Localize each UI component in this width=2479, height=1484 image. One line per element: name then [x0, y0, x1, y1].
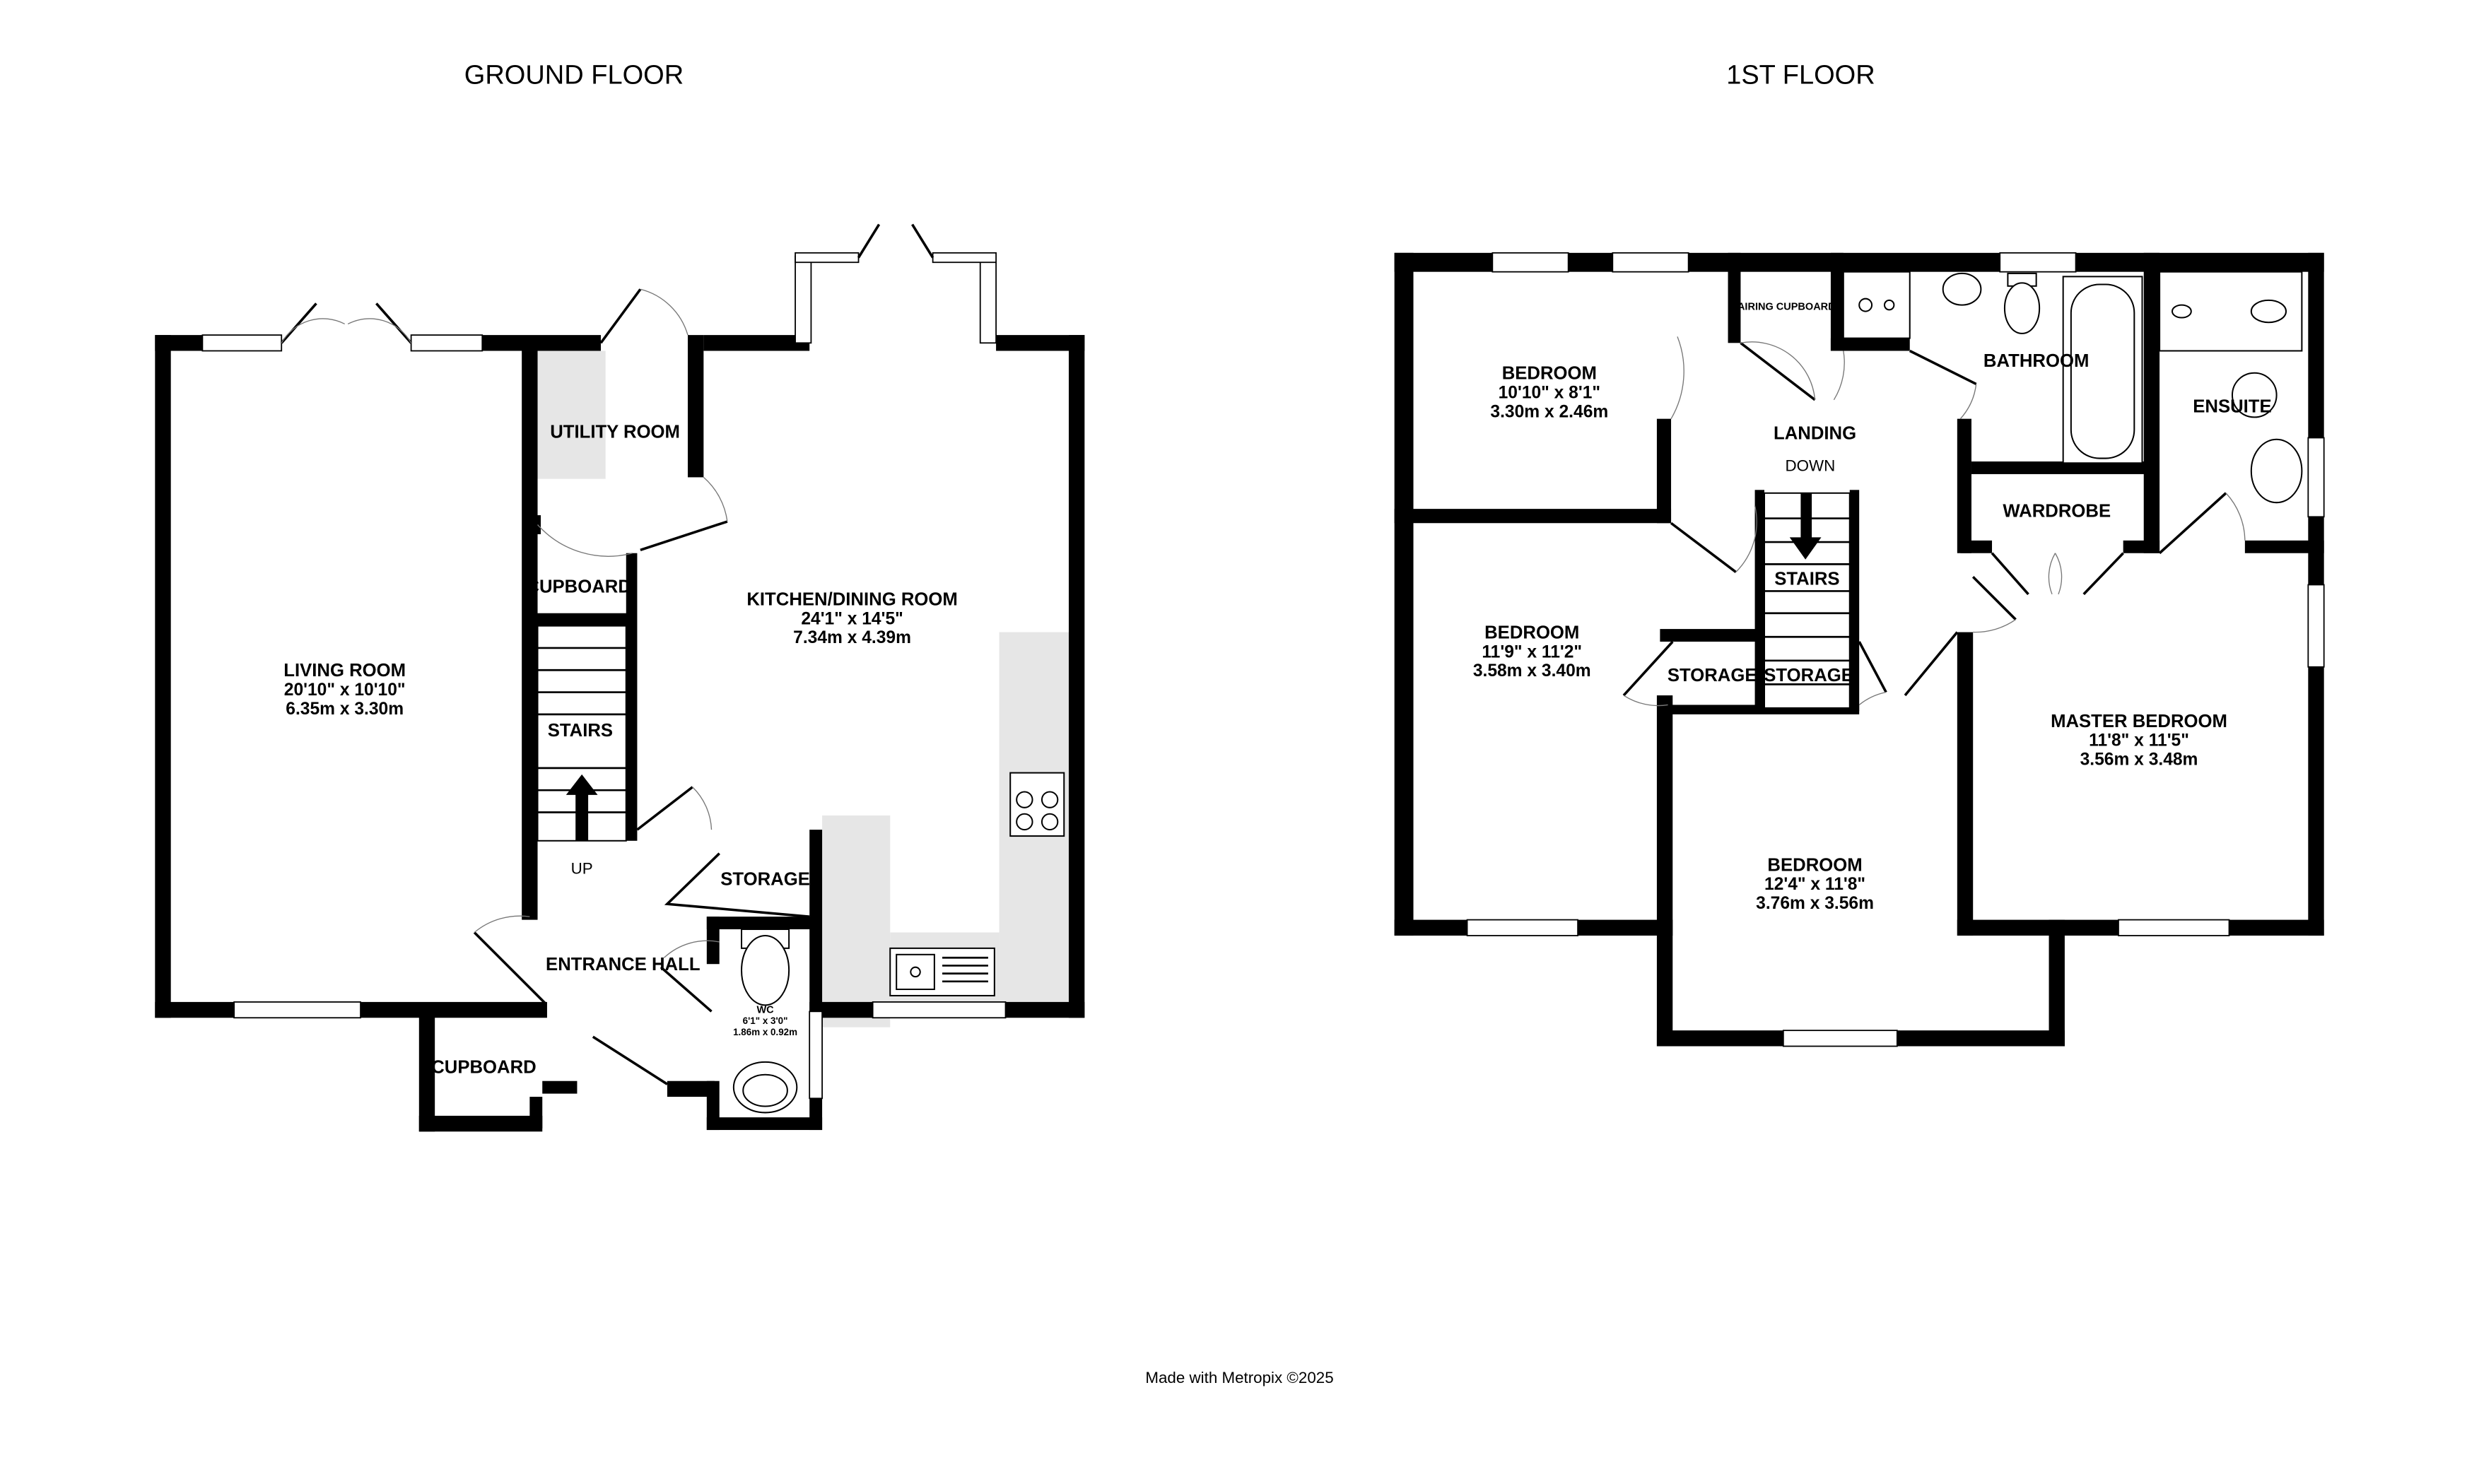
room-dim-bedroom3-metric: 3.76m x 3.56m — [1756, 894, 1874, 913]
window — [2307, 584, 2325, 668]
room-name-kitchen: KITCHEN/DINING ROOM — [746, 590, 957, 610]
room-name-utility: UTILITY ROOM — [550, 422, 680, 442]
room-name-wc: WC — [756, 1005, 774, 1016]
window — [809, 1011, 823, 1100]
footer-credit: Made with Metropix ©2025 — [1145, 1369, 1333, 1386]
basin — [732, 1061, 798, 1114]
first-walls — [1394, 252, 2324, 1047]
room-dim-bedroom3-imperial: 12'4" x 11'8" — [1764, 875, 1865, 894]
window — [2118, 919, 2230, 936]
window — [1466, 919, 1578, 936]
ground-floor-plan: GROUND FLOOR — [155, 61, 1085, 1132]
room-name-ensuite: ENSUITE — [2193, 397, 2271, 417]
window — [872, 1001, 1007, 1019]
first-floor-title: 1ST FLOOR — [1726, 61, 1875, 90]
room-name-bedroom1: BEDROOM — [1502, 364, 1597, 384]
room-dim-living-metric: 6.35m x 3.30m — [286, 700, 404, 719]
hob — [1009, 772, 1065, 837]
room-dim-bedroom2-metric: 3.58m x 3.40m — [1473, 661, 1591, 681]
room-dim-wc-metric: 1.86m x 0.92m — [733, 1027, 797, 1037]
room-name-entrance: ENTRANCE HALL — [546, 955, 700, 974]
room-name-cupboard-lower: CUPBOARD — [431, 1058, 537, 1078]
bay-window — [795, 255, 812, 344]
room-name-airing: AIRING CUPBOARD — [1737, 301, 1836, 312]
first-doors — [1622, 336, 2246, 707]
window — [233, 1001, 361, 1019]
room-name-wardrobe: WARDROBE — [2003, 501, 2111, 521]
room-name-stairs: STAIRS — [548, 721, 613, 741]
room-dim-kitchen-metric: 7.34m x 4.39m — [793, 628, 911, 647]
room-name-landing: LANDING — [1774, 424, 1856, 444]
window — [1999, 252, 2077, 273]
room-dim-kitchen-imperial: 24'1" x 14'5" — [801, 609, 903, 628]
room-dim-bedroom1-metric: 3.30m x 2.46m — [1490, 402, 1608, 421]
ground-walls — [155, 335, 1085, 1132]
room-name-master: MASTER BEDROOM — [2051, 712, 2227, 731]
window — [1491, 252, 1569, 273]
window — [201, 334, 283, 352]
room-dim-master-imperial: 11'8" x 11'5" — [2089, 731, 2189, 750]
room-name-storage-right: STORAGE — [1764, 666, 1853, 685]
room-dim-bedroom1-imperial: 10'10" x 8'1" — [1499, 384, 1600, 403]
utility-worktop — [537, 351, 606, 479]
room-dim-living-imperial: 20'10" x 10'10" — [284, 681, 406, 700]
bay-window — [932, 252, 997, 264]
room-name-storage-left: STORAGE — [1668, 666, 1757, 685]
sink — [889, 947, 995, 996]
ground-floor-title: GROUND FLOOR — [464, 61, 684, 90]
ground-stairs — [537, 625, 627, 842]
first-floor-plan: 1ST FLOOR — [1394, 61, 2325, 1047]
bathroom-fixtures — [1842, 271, 2303, 504]
window — [2307, 437, 2325, 518]
kitchen-worktop-island — [822, 815, 891, 1027]
room-name-bedroom2: BEDROOM — [1484, 623, 1579, 643]
room-name-bathroom: BATHROOM — [1983, 351, 2089, 371]
stairs-direction: UP — [571, 860, 593, 878]
room-name-storage: STORAGE — [720, 869, 810, 889]
stairs-direction: DOWN — [1785, 457, 1835, 474]
room-dim-master-metric: 3.56m x 3.48m — [2080, 750, 2198, 769]
window — [410, 334, 484, 352]
first-stairs — [1763, 492, 1851, 709]
bay-window — [979, 255, 997, 344]
window — [1782, 1030, 1898, 1047]
room-dim-bedroom2-imperial: 11'9" x 11'2" — [1482, 642, 1582, 661]
room-dim-wc-imperial: 6'1" x 3'0" — [743, 1015, 788, 1026]
room-name-bedroom3: BEDROOM — [1767, 855, 1862, 875]
room-name-living: LIVING ROOM — [283, 661, 406, 681]
toilet — [741, 929, 790, 1006]
bay-window — [795, 252, 860, 264]
room-name-stairs: STAIRS — [1774, 569, 1839, 589]
ground-doors — [280, 223, 934, 1085]
window — [1612, 252, 1689, 273]
room-name-cupboard-upper: CUPBOARD — [526, 577, 631, 597]
